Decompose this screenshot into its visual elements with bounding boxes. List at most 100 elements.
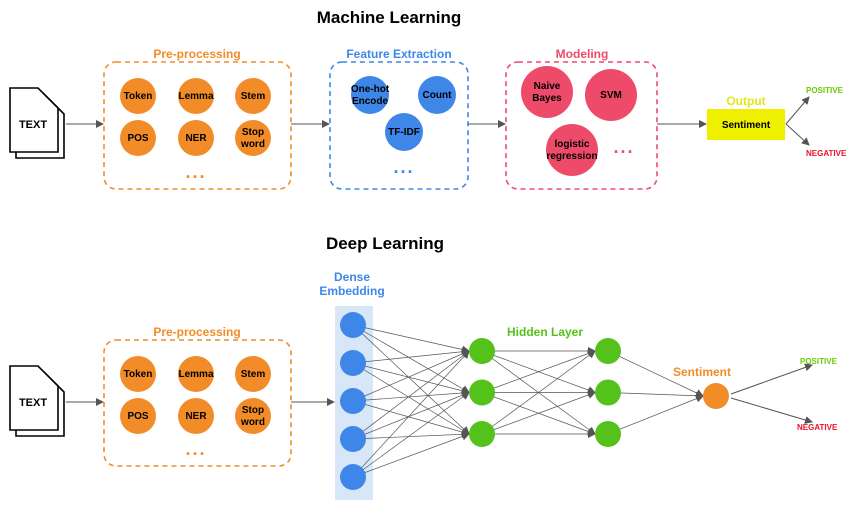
edge-emb3-h11	[352, 391, 470, 440]
ml-pre-node-pos-label: POS	[127, 133, 148, 144]
hidden1-node-1	[469, 338, 495, 364]
ml-arrow-positive	[785, 96, 810, 125]
embedding-node-5	[340, 464, 366, 490]
dl-pre-node-lemma-circle	[178, 356, 214, 392]
ml-feature-node-count: Count	[418, 76, 456, 114]
dl-pre-node-ner-circle	[178, 398, 214, 434]
dl-preprocessing-box	[103, 339, 292, 467]
edge-emb2-h10	[352, 350, 470, 402]
ml-negative-label: NEGATIVE	[806, 149, 847, 158]
edge-h22-out	[607, 394, 704, 435]
ml-pre-node-ner-label: NER	[185, 133, 207, 144]
dl-negative-label: NEGATIVE	[797, 423, 838, 432]
ml-pre-node-lemma-label: Lemma	[178, 91, 213, 102]
ml-pre-node-stem-circle	[235, 78, 271, 114]
ml-output-box	[707, 109, 785, 140]
dl-pre-node-token: Token	[120, 356, 156, 392]
dl-arrow-negative	[730, 397, 813, 424]
ml-modeling-box	[505, 61, 658, 190]
edge-emb4-h12	[352, 432, 470, 478]
ml-pre-node-pos-circle	[120, 120, 156, 156]
ml-pre-node-lemma: Lemma	[178, 78, 214, 114]
dl-title: Deep Learning	[326, 234, 444, 253]
ml-positive-label: POSITIVE	[806, 86, 844, 95]
edge-emb0-h11	[352, 324, 470, 394]
embedding-node-4	[340, 426, 366, 452]
embedding-node-2	[340, 350, 366, 376]
ml-feature-title: Feature Extraction	[346, 47, 451, 61]
ml-preprocessing-box	[103, 61, 292, 190]
ml-model-node-svm: SVM	[585, 69, 637, 121]
edge-emb4-h10	[352, 350, 470, 478]
dl-pre-node-stem: Stem	[235, 356, 271, 392]
edge-emb1-h11	[352, 362, 470, 395]
dl-text-document-icon: TEXT	[9, 365, 65, 437]
ml-pre-node-lemma-circle	[178, 78, 214, 114]
ml-pre-node-stem: Stem	[235, 78, 271, 114]
ml-feature-node-tf-idf: TF-IDF	[385, 113, 423, 151]
dl-pre-node-pos: POS	[120, 398, 156, 434]
dl-output-title: Sentiment	[673, 365, 731, 379]
dl-pre-node-pos-label: POS	[127, 411, 148, 422]
ml-text-document-icon: TEXT	[9, 87, 65, 159]
dl-hidden-title: Hidden Layer	[507, 325, 583, 339]
ml-feature-node-count-label: Count	[423, 90, 453, 101]
ml-pre-node-pos: POS	[120, 120, 156, 156]
ml-arrow-negative	[785, 123, 810, 146]
ml-pre-node-ner-circle	[178, 120, 214, 156]
edge-emb3-h12	[352, 430, 470, 440]
edge-emb0-h12	[352, 324, 470, 435]
ml-model-node-logistic-regression-circle	[546, 124, 598, 176]
dl-text-label: TEXT	[19, 397, 47, 409]
hidden1-node-3	[469, 421, 495, 447]
hidden1-node-2	[469, 379, 495, 406]
edge-h20-out	[607, 350, 704, 397]
ml-preprocessing-title: Pre-processing	[153, 47, 240, 61]
edge-h11-h20	[481, 349, 596, 393]
dl-pre-node-stem-label: Stem	[241, 369, 266, 380]
ml-output-label: Sentiment	[722, 120, 771, 131]
edge-h12-h21	[481, 391, 596, 435]
dl-pre-node-ner: NER	[178, 398, 214, 434]
ml-pre-node-stop-word-circle	[235, 120, 271, 156]
dl-pre-node-stop-word-circle	[235, 398, 271, 434]
ml-modeling-title: Modeling	[556, 47, 609, 61]
edge-emb2-h12	[352, 400, 470, 436]
ml-modeling-more: ...	[613, 137, 634, 157]
dl-pre-node-token-label: Token	[124, 369, 153, 380]
edge-emb4-h11	[352, 391, 470, 478]
dl-pre-node-pos-circle	[120, 398, 156, 434]
edge-h12-h20	[481, 350, 596, 435]
ml-feature-node-tf-idf-label: TF-IDF	[388, 127, 420, 138]
ml-pre-node-token-circle	[120, 78, 156, 114]
hidden2-node-2	[595, 379, 621, 406]
ml-feature-node-count-circle	[418, 76, 456, 114]
dl-pre-node-ner-label: NER	[185, 411, 207, 422]
edge-emb2-h11	[352, 389, 470, 402]
ml-title: Machine Learning	[317, 8, 462, 27]
ml-feature-node-one-hot-encode-circle	[351, 76, 389, 114]
dl-pre-node-lemma-label: Lemma	[178, 369, 213, 380]
ml-model-node-svm-label: SVM	[600, 90, 622, 101]
embedding-node-3	[340, 388, 366, 414]
dl-pre-node-token-circle	[120, 356, 156, 392]
sentiment-output-node	[703, 383, 729, 409]
dl-pre-node-lemma: Lemma	[178, 356, 214, 392]
edge-emb3-h10	[352, 350, 470, 440]
embedding-node-1	[340, 312, 366, 338]
ml-output-title: Output	[726, 94, 765, 108]
ml-pre-node-token: Token	[120, 78, 156, 114]
ml-model-node-naive-bayes-circle	[521, 66, 573, 118]
ml-feature-box	[329, 61, 469, 190]
ml-feature-node-tf-idf-circle	[385, 113, 423, 151]
